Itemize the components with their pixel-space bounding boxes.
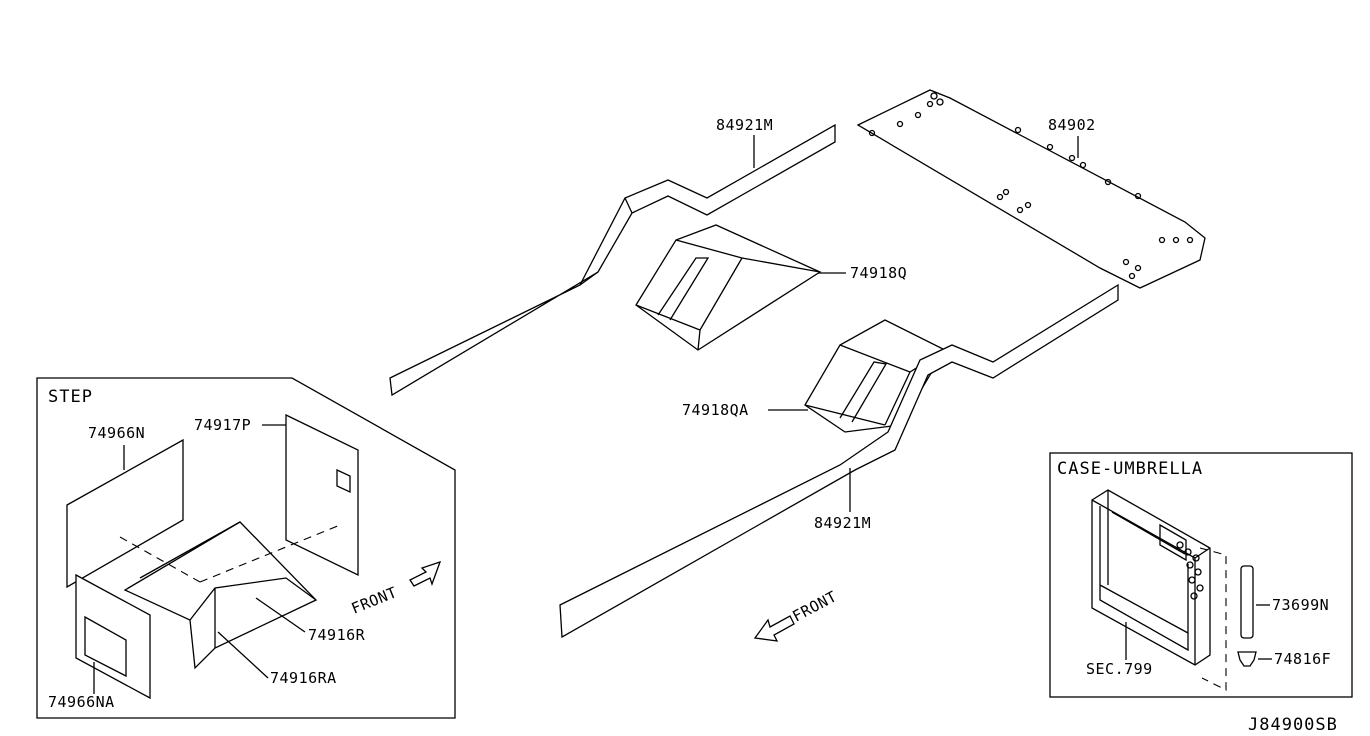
label-74918Q: 74918Q	[850, 264, 907, 282]
front-label-step: FRONT	[349, 583, 400, 618]
front-arrow-icon	[409, 560, 442, 587]
part-73699N[interactable]	[1240, 565, 1254, 639]
label-74916R: 74916R	[308, 626, 366, 644]
step-title: STEP	[48, 387, 93, 407]
label-84921M-top: 84921M	[716, 116, 773, 134]
front-arrow-main: FRONT	[753, 587, 840, 642]
part-74966N[interactable]	[66, 438, 184, 589]
case-umbrella-panel: CASE-UMBRELLA 73699N 74816F SEC.799	[1049, 452, 1353, 698]
rear-floor-mat[interactable]	[856, 89, 1206, 289]
label-74916RA: 74916RA	[270, 669, 337, 687]
label-sec-799: SEC.799	[1086, 660, 1153, 678]
floor-strip-lower[interactable]	[559, 283, 1119, 639]
part-74917P[interactable]	[285, 413, 359, 577]
diagram-code: J84900SB	[1248, 715, 1338, 735]
front-arrow-step: FRONT	[349, 560, 442, 618]
label-74816F: 74816F	[1274, 650, 1331, 668]
mat-holes	[868, 92, 1194, 280]
label-84921M-bottom: 84921M	[814, 514, 871, 532]
front-arrow-icon	[753, 615, 795, 642]
label-74917P: 74917P	[194, 416, 251, 434]
label-74966N: 74966N	[88, 424, 145, 442]
pad-74918Q[interactable]	[635, 224, 822, 351]
part-74916R[interactable]	[123, 521, 318, 670]
step-panel: STEP 74966N 74917P 74916R 74916RA 74966N…	[36, 377, 456, 719]
part-74816F[interactable]	[1237, 651, 1257, 667]
case-title: CASE-UMBRELLA	[1057, 459, 1203, 479]
label-74966NA: 74966NA	[48, 693, 115, 711]
label-84902: 84902	[1048, 116, 1096, 134]
floor-strip-upper[interactable]	[389, 123, 836, 397]
label-74918QA: 74918QA	[682, 401, 749, 419]
case-texture	[1176, 541, 1204, 600]
umbrella-case[interactable]	[1091, 489, 1211, 666]
front-label-main: FRONT	[789, 587, 840, 625]
label-73699N: 73699N	[1272, 596, 1329, 614]
